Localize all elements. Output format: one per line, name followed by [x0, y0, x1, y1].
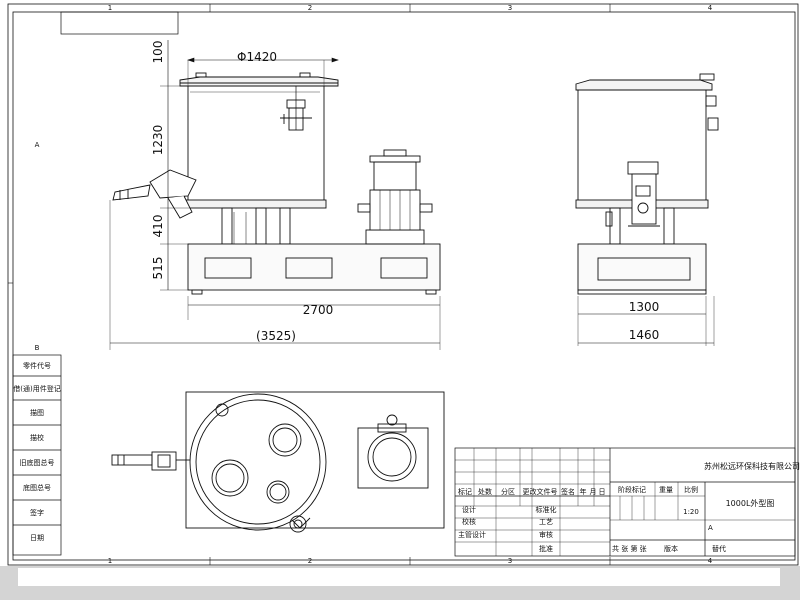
- diameter-dim: Φ1420: [237, 50, 277, 64]
- width-dim-2700: 2700: [303, 303, 334, 317]
- corner-box: [60, 11, 179, 35]
- zone-bottom-3: 3: [508, 557, 512, 565]
- left-table-row-8: 日期: [30, 534, 44, 542]
- zone-bottom-1: 1: [108, 557, 112, 565]
- zone-bottom-4: 4: [708, 557, 713, 565]
- front-dimensions: [109, 40, 441, 350]
- left-table-row-7: 签字: [30, 508, 44, 517]
- tb-drawing-title: 1000L外型图: [726, 498, 775, 508]
- tb-approval-approve: 批准: [539, 544, 553, 553]
- width-dim-3525: (3525): [256, 329, 296, 343]
- zone-bottom-2: 2: [308, 557, 312, 565]
- zone-top-2: 2: [308, 4, 312, 12]
- bottom-strip-paper: [18, 568, 780, 586]
- tb-sheet: 共 张 第 张: [612, 544, 647, 553]
- side-width-1460: 1460: [629, 328, 660, 342]
- side-width-1300: 1300: [629, 300, 660, 314]
- zone-row-b: B: [35, 344, 40, 352]
- tb-role-design: 设计: [462, 505, 476, 514]
- title-block: [454, 447, 796, 557]
- tb-role-chief: 主管设计: [458, 530, 486, 539]
- tb-scale-label: 比例: [684, 485, 698, 494]
- outer-border: [7, 3, 799, 566]
- tb-rev-1: 标记: [458, 487, 472, 496]
- tb-rev-8: 日: [599, 488, 606, 496]
- left-table: [12, 354, 62, 556]
- height-dim-515: 515: [151, 257, 165, 280]
- top-view: [111, 391, 445, 533]
- tb-stage-mark: 阶段标记: [618, 485, 646, 494]
- tb-rev-4: 更改文件号: [523, 487, 558, 496]
- tb-approval-review: 审核: [539, 530, 553, 539]
- side-dimensions: [577, 296, 715, 346]
- tb-approval-std: 标准化: [536, 505, 557, 514]
- front-view: [112, 72, 441, 295]
- height-dim-100: 100: [151, 41, 165, 64]
- zone-row-a: A: [35, 141, 40, 149]
- zone-top-3: 3: [508, 4, 512, 12]
- left-table-row-1: 零件代号: [23, 361, 51, 370]
- left-table-row-4: 描校: [30, 433, 44, 442]
- tb-rev-6: 年: [580, 487, 587, 496]
- tb-zone: A: [708, 524, 713, 532]
- zone-top-1: 1: [108, 4, 112, 12]
- top-zone-ticks: [8, 4, 611, 565]
- tb-company: 苏州松远环保科技有限公司: [704, 461, 800, 471]
- inner-border: [12, 11, 796, 561]
- tb-replace: 替代: [712, 544, 726, 553]
- zone-top-4: 4: [708, 4, 713, 12]
- tb-rev-3: 分区: [501, 487, 515, 496]
- tb-scale-value: 1:20: [683, 508, 699, 516]
- tb-approval-process: 工艺: [539, 518, 553, 526]
- left-table-row-5: 旧底图总号: [20, 458, 55, 467]
- tb-rev-5: 签名: [561, 487, 575, 496]
- tb-role-check: 校核: [462, 517, 476, 526]
- height-dim-410: 410: [151, 215, 165, 238]
- tb-version: 版本: [664, 544, 678, 553]
- tb-weight: 重量: [659, 486, 673, 494]
- left-table-row-6: 底图总号: [23, 483, 51, 492]
- left-table-row-2: 借(通)用件登记: [13, 384, 60, 393]
- height-dim-1230: 1230: [151, 125, 165, 156]
- tb-rev-2: 处数: [478, 487, 492, 496]
- tb-rev-7: 月: [590, 488, 597, 496]
- left-table-row-3: 描图: [30, 408, 44, 417]
- side-view: [575, 73, 719, 295]
